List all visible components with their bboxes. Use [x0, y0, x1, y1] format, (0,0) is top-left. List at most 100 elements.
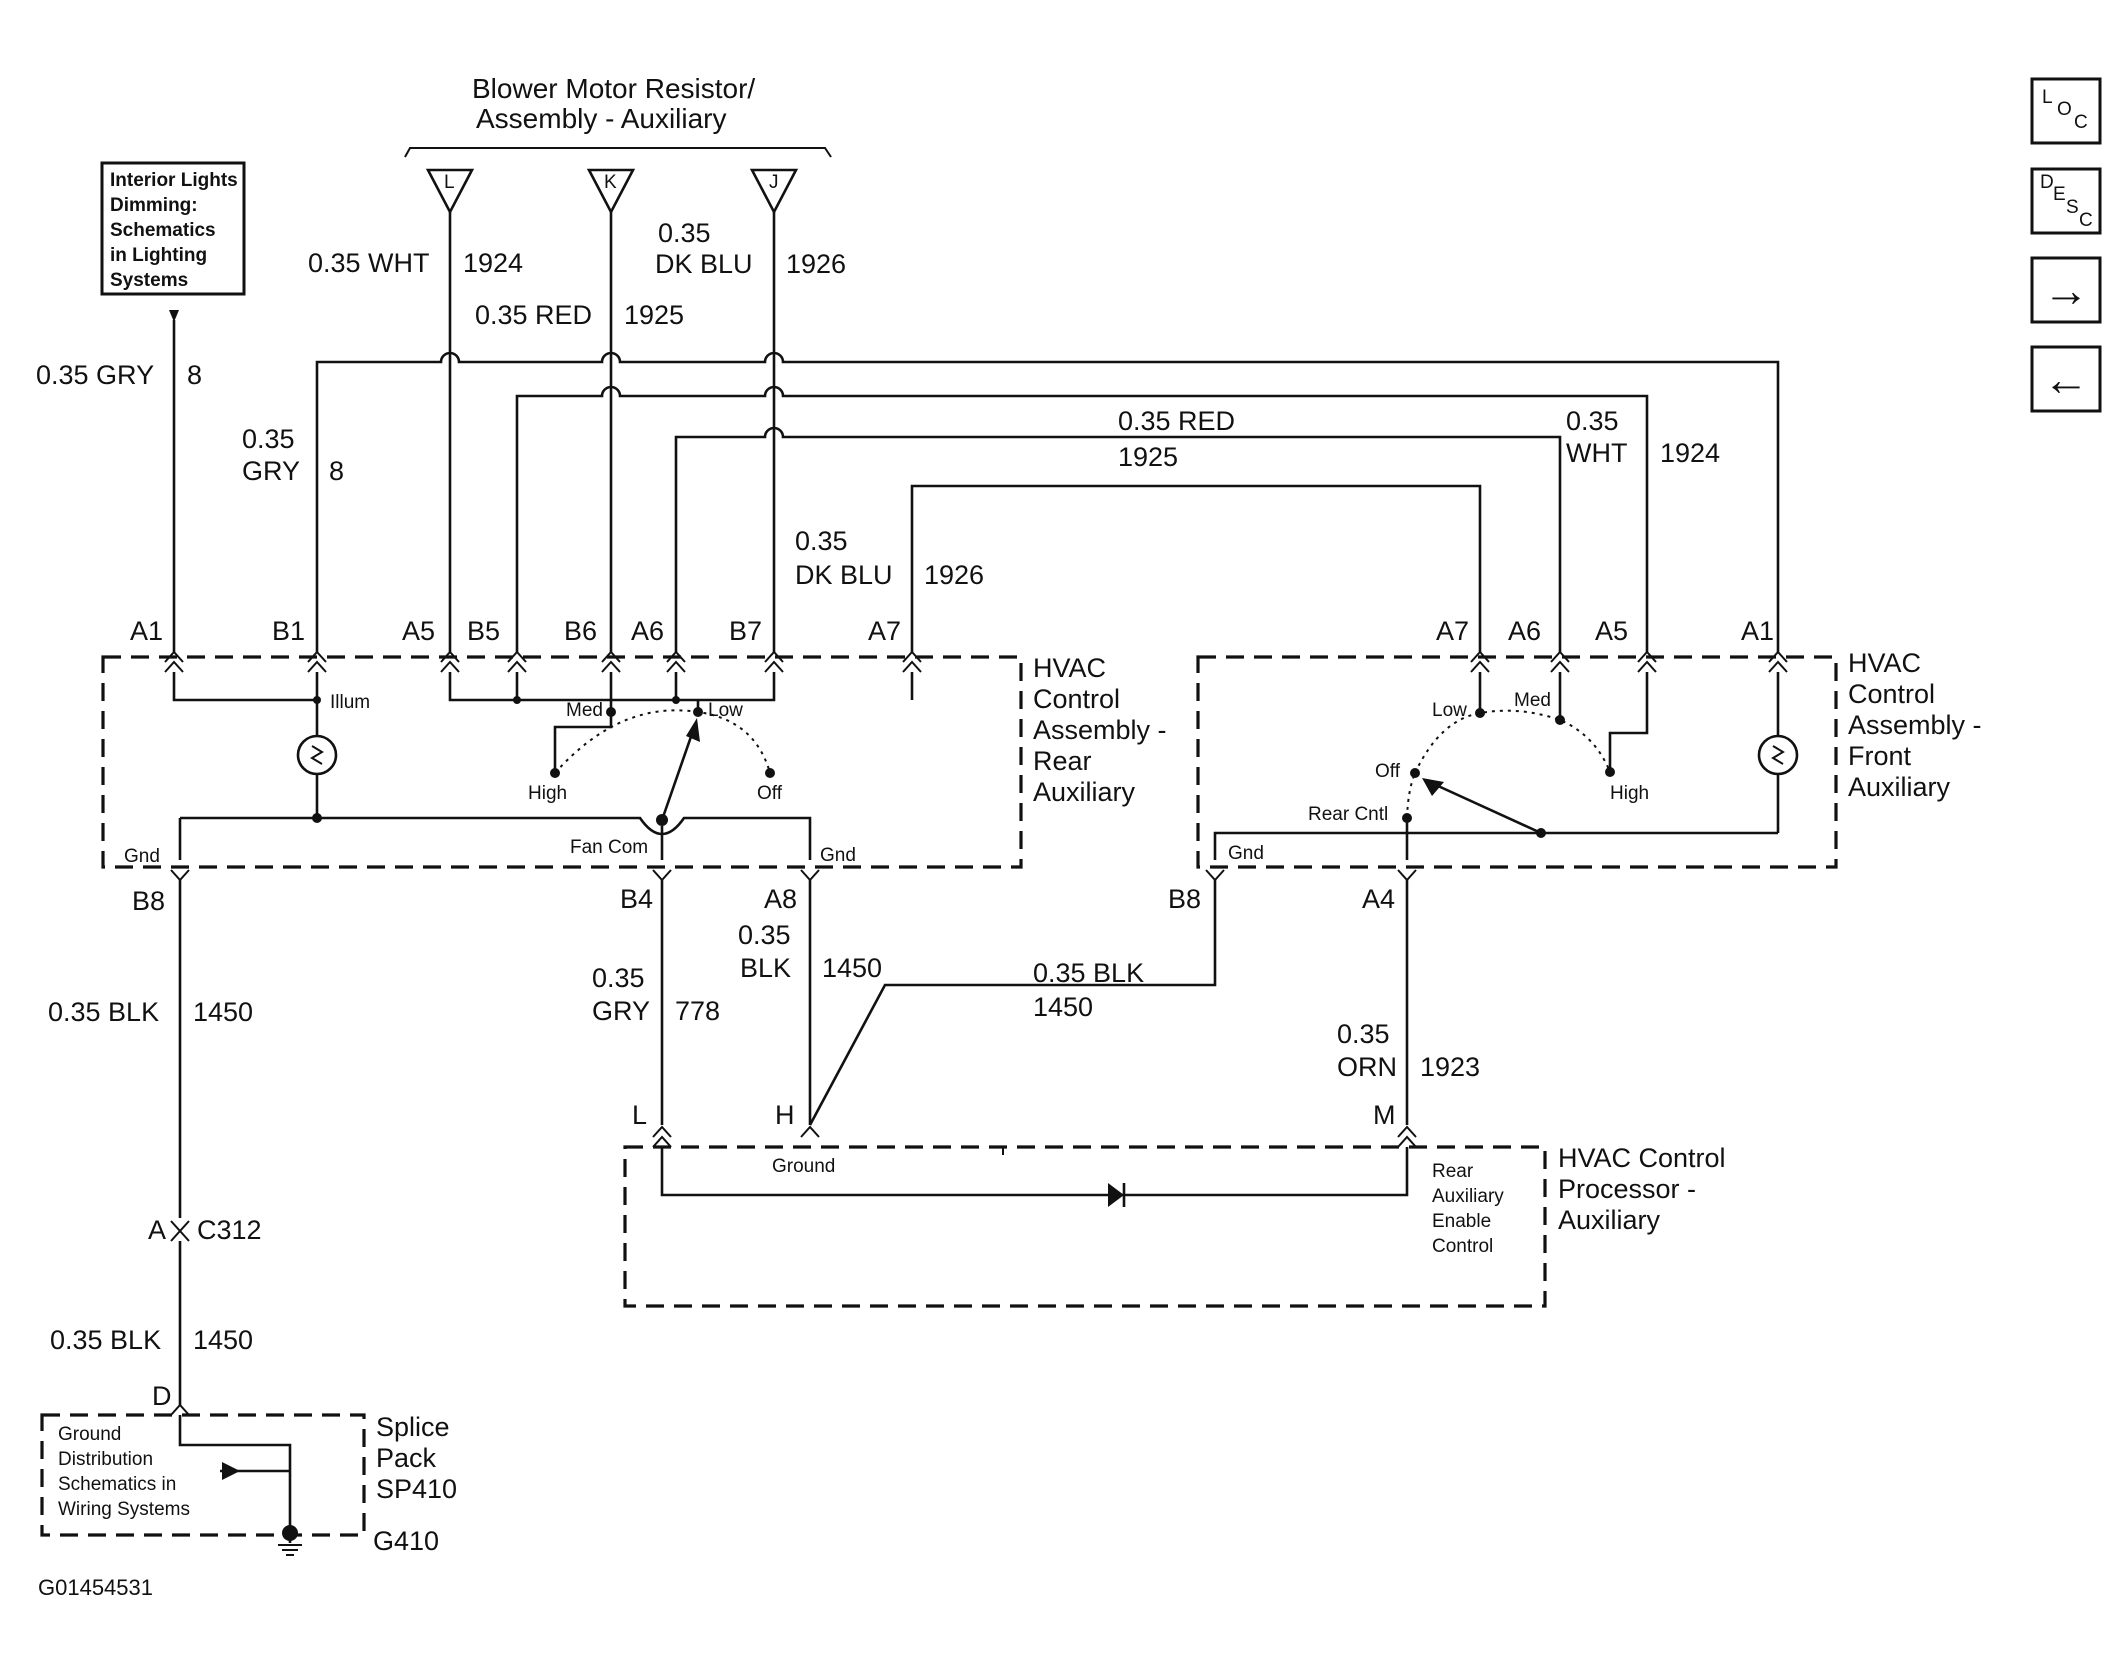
terminal-k: K — [586, 168, 636, 215]
left-arrow-icon: ← — [2043, 353, 2089, 405]
wire-label: ORN — [1337, 1052, 1397, 1082]
wire-label: GRY — [592, 996, 650, 1026]
pin-label: A1 — [1741, 616, 1774, 646]
med-label: Med — [1514, 690, 1551, 711]
pin-label: A6 — [1508, 616, 1541, 646]
loc-letter: O — [2057, 99, 2072, 120]
wire-circuit: 1924 — [1660, 438, 1720, 468]
wire-label: 0.35 — [795, 526, 848, 556]
pin-label: B8 — [132, 886, 165, 916]
wire-circuit: 1450 — [193, 997, 253, 1027]
med-label: Med — [566, 700, 603, 721]
pin-label: M — [1373, 1100, 1396, 1130]
wire-label: 0.35 — [1337, 1019, 1390, 1049]
pin-label: A5 — [1595, 616, 1628, 646]
next-page-button[interactable]: → — [2030, 256, 2102, 324]
gnd-label: Gnd — [124, 846, 160, 867]
loc-button[interactable]: L O C — [2030, 77, 2102, 145]
pin-label: A1 — [130, 616, 163, 646]
wire-label: 0.35 BLK — [1033, 958, 1144, 988]
pin-label: B1 — [272, 616, 305, 646]
splice-box-line: Schematics in — [58, 1474, 176, 1495]
desc-letter: D — [2040, 172, 2054, 193]
low-label: Low — [708, 700, 743, 721]
gnd-label: Gnd — [1228, 843, 1264, 864]
top-wiring — [172, 212, 1780, 652]
lower-pin-labels: B8 B4 A8 B8 A4 L H M — [132, 884, 1396, 1130]
high-label: High — [1610, 783, 1649, 804]
terminal-k-label: K — [604, 172, 617, 193]
title-line-2: Assembly - Auxiliary — [476, 103, 727, 134]
rear-name-line: Control — [1033, 684, 1120, 714]
front-name-line: Auxiliary — [1848, 772, 1951, 802]
processor-name-line: Auxiliary — [1558, 1205, 1661, 1235]
wire-circuit: 8 — [187, 360, 202, 390]
illum-label: Illum — [330, 692, 370, 713]
ground-label: Ground — [772, 1156, 835, 1177]
front-name-line: Assembly - — [1848, 710, 1982, 740]
pin-label: A6 — [631, 616, 664, 646]
wire-circuit: 1925 — [1118, 442, 1178, 472]
splice-box-line: Wiring Systems — [58, 1499, 190, 1520]
pin-label: B4 — [620, 884, 653, 914]
processor-name-line: Processor - — [1558, 1174, 1696, 1204]
wire-label: 0.35 — [242, 424, 295, 454]
gnd-label: Gnd — [820, 845, 856, 866]
front-name-line: Front — [1848, 741, 1912, 771]
pin-label: H — [775, 1100, 795, 1130]
enable-line: Rear — [1432, 1161, 1474, 1182]
loc-letter: C — [2074, 112, 2088, 133]
wire-circuit: 778 — [675, 996, 720, 1026]
pin-label: A8 — [764, 884, 797, 914]
middle-wire-labels: 0.35 BLK 1450 0.35 GRY 778 0.35 BLK 1450… — [48, 920, 1480, 1082]
wire-label: 0.35 — [1566, 406, 1619, 436]
enable-line: Enable — [1432, 1211, 1491, 1232]
processor-name-line: HVAC Control — [1558, 1143, 1726, 1173]
high-label: High — [528, 783, 567, 804]
processor-chevrons — [652, 1125, 1417, 1148]
wire-label: 0.35 GRY — [36, 360, 154, 390]
front-name-line: HVAC — [1848, 648, 1921, 678]
fan-com-label: Fan Com — [570, 837, 648, 858]
prev-page-button[interactable]: ← — [2030, 345, 2102, 413]
ilb-line-3: Schematics — [110, 220, 216, 241]
wire-label: 0.35 — [592, 963, 645, 993]
rear-pin-labels: A1 B1 A5 B5 B6 A6 B7 A7 — [130, 616, 901, 646]
desc-letter: S — [2066, 197, 2079, 218]
pin-label: B7 — [729, 616, 762, 646]
wire-label: 0.35 RED — [1118, 406, 1235, 436]
wire-label: 0.35 BLK — [48, 997, 159, 1027]
ilb-line-2: Dimming: — [110, 195, 198, 216]
wire-circuit: 1926 — [786, 249, 846, 279]
wire-circuit: 1925 — [624, 300, 684, 330]
rear-cntl-label: Rear Cntl — [1308, 804, 1388, 825]
wire-circuit: 1923 — [1420, 1052, 1480, 1082]
ilb-line-1: Interior Lights — [110, 170, 238, 191]
wire-circuit: 1926 — [924, 560, 984, 590]
wire-label: 0.35 RED — [475, 300, 592, 330]
ground-id-label: G410 — [373, 1526, 439, 1556]
terminal-j-label: J — [769, 172, 779, 193]
desc-letter: C — [2079, 210, 2093, 231]
rear-name-line: Auxiliary — [1033, 777, 1136, 807]
desc-button[interactable]: D E S C — [2030, 167, 2102, 235]
terminal-l: L — [425, 168, 475, 215]
wire-label: WHT — [1566, 438, 1627, 468]
off-label: Off — [757, 783, 783, 804]
wire-label: 0.35 BLK — [50, 1325, 161, 1355]
splice-box-line: Ground — [58, 1424, 121, 1445]
pin-label: D — [152, 1381, 172, 1411]
splice-name-line: Splice — [376, 1412, 450, 1442]
ilb-line-5: Systems — [110, 270, 188, 291]
terminal-j: J — [749, 168, 799, 215]
ilb-line-4: in Lighting — [110, 245, 207, 266]
wire-circuit: 1924 — [463, 248, 523, 278]
loc-letter: L — [2042, 87, 2053, 108]
wire-label: GRY — [242, 456, 300, 486]
pin-label: L — [632, 1100, 647, 1130]
wire-label: DK BLU — [655, 249, 753, 279]
pin-label: B8 — [1168, 884, 1201, 914]
wire-label: 0.35 WHT — [308, 248, 430, 278]
wire-circuit: 1450 — [193, 1325, 253, 1355]
